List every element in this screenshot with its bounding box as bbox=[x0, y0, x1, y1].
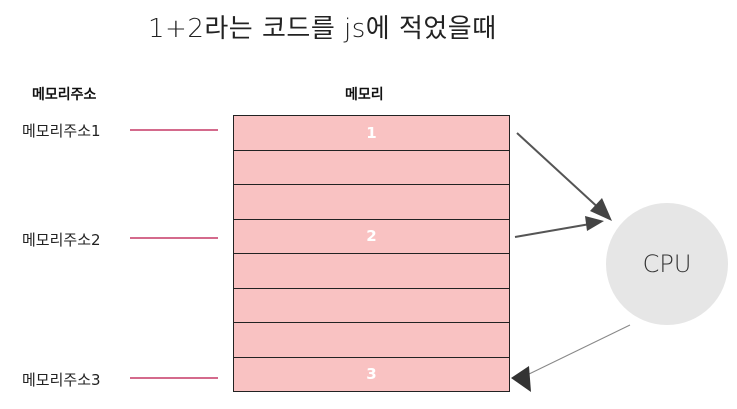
diagram-title: 1+2라는 코드를 js에 적었을때 bbox=[148, 14, 497, 44]
arrow-cell2-to-cpu-head bbox=[585, 216, 604, 231]
address-label-1: 메모리주소1 bbox=[22, 122, 101, 140]
address-label-3: 메모리주소3 bbox=[22, 371, 101, 389]
memory-block: 1 2 3 bbox=[233, 115, 510, 392]
memory-cell-1: 1 bbox=[234, 116, 509, 151]
address-pointer-line-3 bbox=[130, 377, 218, 379]
address-pointer-line-1 bbox=[130, 129, 218, 131]
memory-cell-6 bbox=[234, 288, 509, 323]
address-label-2: 메모리주소2 bbox=[22, 231, 101, 249]
memory-cell-3 bbox=[234, 185, 509, 220]
cpu-label: CPU bbox=[642, 250, 692, 278]
arrow-cell1-to-cpu-head bbox=[590, 198, 612, 221]
arrow-cpu-to-cell3-head bbox=[511, 366, 531, 392]
memory-cell-2 bbox=[234, 150, 509, 185]
cpu-circle: CPU bbox=[606, 203, 728, 325]
memory-cell-7 bbox=[234, 323, 509, 358]
address-pointer-line-2 bbox=[130, 237, 218, 239]
arrow-cell1-to-cpu-line bbox=[516, 132, 604, 213]
memory-cell-4: 2 bbox=[234, 219, 509, 254]
address-column-header: 메모리주소 bbox=[32, 87, 97, 103]
arrow-cpu-to-cell3-line bbox=[526, 324, 631, 376]
arrow-cell2-to-cpu-line bbox=[514, 223, 591, 238]
memory-cell-5 bbox=[234, 254, 509, 289]
memory-column-header: 메모리 bbox=[345, 87, 384, 103]
memory-cell-8: 3 bbox=[234, 357, 509, 392]
